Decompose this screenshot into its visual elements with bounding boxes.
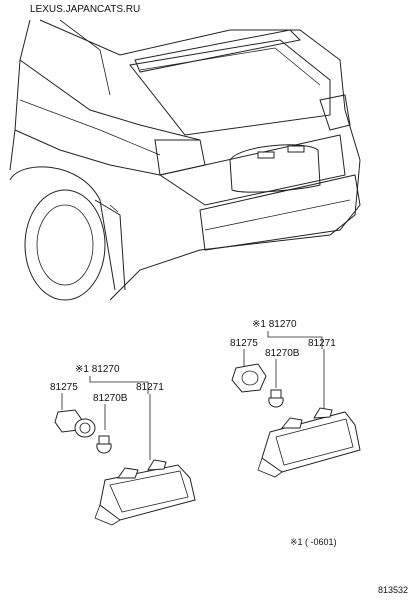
tail-lamp-right (319, 94, 351, 131)
tail-lamp-left (154, 139, 206, 176)
socket-81275-1 (54, 409, 96, 438)
lamp-group-2: ※1 81270 81275 81270B 81271 (230, 319, 361, 478)
lamp-group-1: ※1 81270 81275 81270B 81271 (50, 364, 196, 526)
socket-81275-2 (231, 363, 267, 393)
set-label-2: ※1 81270 (252, 319, 297, 330)
diagram-id: 813532 (378, 585, 408, 595)
license-lamp-left (257, 151, 275, 159)
lens-label-1: 81271 (136, 382, 164, 393)
footnote: ※1 ( -0601) (290, 537, 337, 547)
license-plate-area (229, 144, 321, 193)
set-label-1: ※1 81270 (75, 364, 120, 375)
lens-81271-2 (257, 407, 361, 478)
license-lamp-right (287, 145, 305, 153)
watermark-text: LEXUS.JAPANCATS.RU (30, 4, 140, 15)
bulb-label-1: 81270B (93, 393, 128, 404)
bulb-label-2: 81270B (265, 348, 300, 359)
vehicle-rear-drawing (9, 19, 361, 301)
bulb-81270b-1 (96, 435, 112, 454)
lens-81271-1 (94, 459, 196, 526)
socket-label-1: 81275 (50, 382, 78, 393)
bulb-81270b-2 (268, 389, 284, 408)
socket-label-2: 81275 (230, 338, 258, 349)
rear-wheel (24, 189, 106, 301)
